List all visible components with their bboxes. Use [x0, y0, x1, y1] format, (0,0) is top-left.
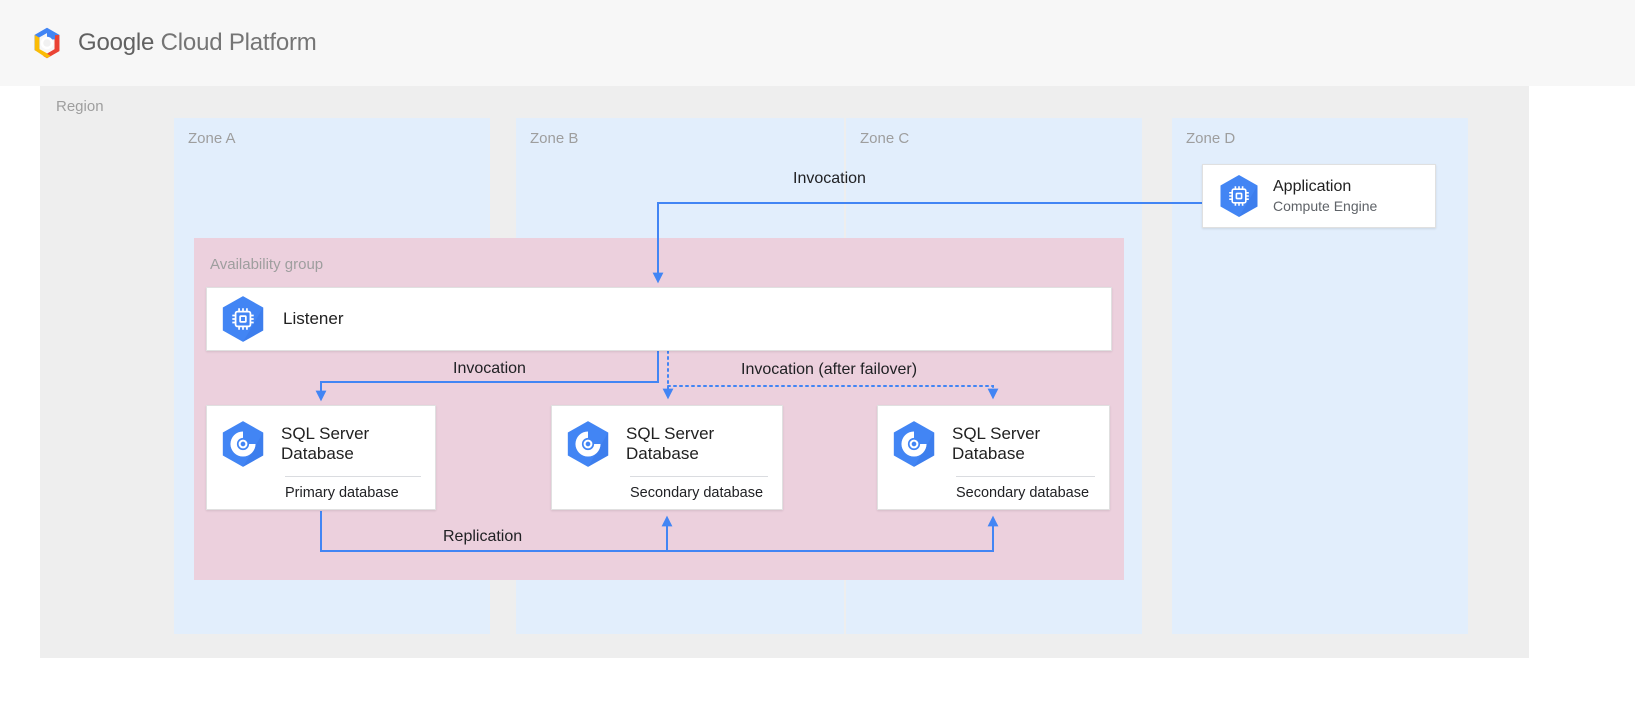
card-db-secondary-2-role: Secondary database — [956, 485, 1090, 501]
zone-d-label: Zone D — [1186, 130, 1236, 147]
region-label: Region — [56, 98, 104, 115]
card-sql-server-database-secondary-1[interactable]: SQL Server Database Secondary database — [551, 405, 783, 510]
card-divider — [285, 476, 421, 477]
card-db-secondary-2-title: SQL Server Database — [952, 423, 1041, 463]
card-application[interactable]: Application Compute Engine — [1202, 164, 1436, 228]
card-db-secondary-1-title: SQL Server Database — [626, 423, 715, 463]
cloud-sql-icon — [222, 421, 264, 467]
page-header: Google Cloud Platform — [0, 0, 1635, 86]
card-sql-server-database-primary[interactable]: SQL Server Database Primary database — [206, 405, 436, 510]
card-listener-title: Listener — [283, 308, 344, 328]
brand-google: Google — [78, 29, 155, 56]
card-db-primary-title: SQL Server Database — [281, 423, 370, 463]
zone-a-label: Zone A — [188, 130, 236, 147]
gcp-logo: Google Cloud Platform — [28, 24, 317, 62]
card-sql-server-database-secondary-2[interactable]: SQL Server Database Secondary database — [877, 405, 1110, 510]
zone-b-label: Zone B — [530, 130, 579, 147]
compute-engine-icon — [1220, 175, 1258, 217]
edge-label-invocation-failover: Invocation (after failover) — [741, 361, 918, 378]
card-divider — [630, 476, 768, 477]
card-db-primary-role: Primary database — [285, 485, 399, 501]
zone-c-label: Zone C — [860, 130, 910, 147]
card-divider — [956, 476, 1095, 477]
brand-text: Google Cloud Platform — [78, 29, 317, 57]
cloud-sql-icon — [567, 421, 609, 467]
cloud-sql-icon — [893, 421, 935, 467]
brand-cloud-platform: Cloud Platform — [154, 29, 317, 56]
edge-label-invocation-primary: Invocation — [453, 360, 526, 377]
google-cloud-platform-hexagon-logo-icon — [34, 27, 60, 59]
edge-label-invocation-top: Invocation — [793, 170, 866, 187]
edge-label-replication: Replication — [443, 528, 523, 545]
card-application-subtitle: Compute Engine — [1273, 197, 1378, 214]
compute-engine-icon — [222, 296, 264, 342]
card-db-secondary-1-role: Secondary database — [630, 485, 764, 501]
card-application-title: Application — [1273, 178, 1352, 196]
availability-group-label: Availability group — [210, 256, 324, 273]
card-listener[interactable]: Listener — [206, 287, 1112, 351]
